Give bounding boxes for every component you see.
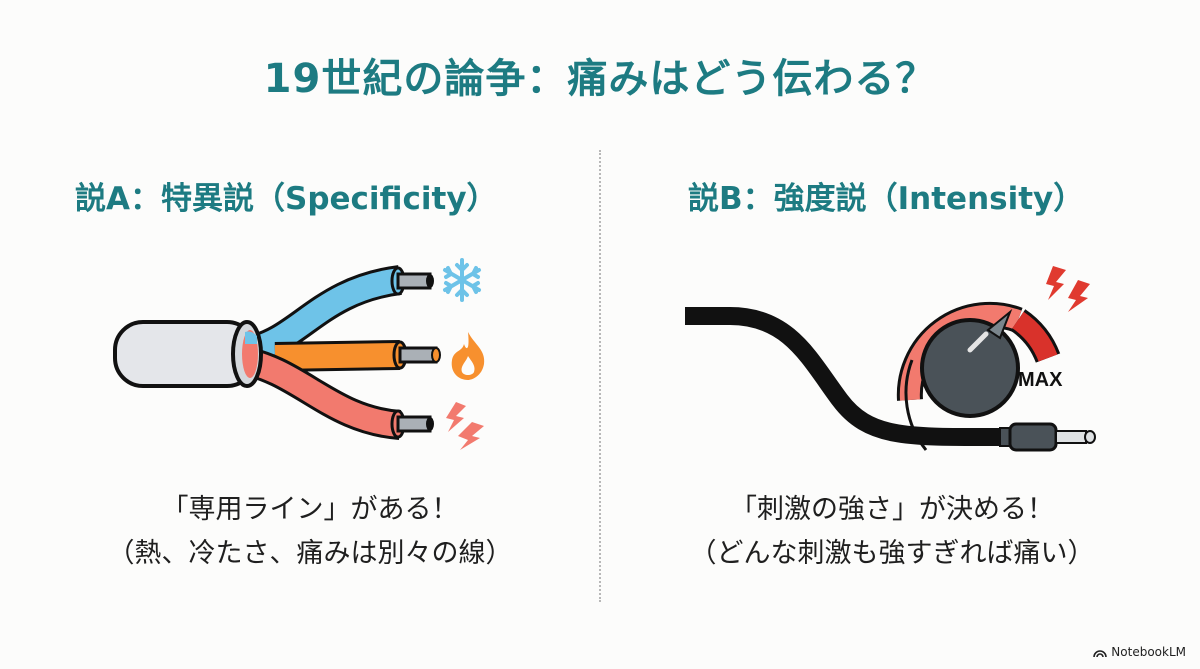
notebooklm-branding: NotebookLM (1093, 645, 1186, 659)
lightning-icon (446, 402, 484, 450)
snowflake-icon (443, 258, 481, 302)
cable-illustration (100, 250, 520, 460)
audio-cable (685, 307, 1011, 447)
theory-b-description: 「刺激の強さ」が決める！ （どんな刺激も強すぎれば痛い） (612, 488, 1172, 576)
lightning-icon (1046, 266, 1090, 312)
theory-b-heading: 説B：強度説（Intensity） (688, 181, 1085, 217)
dial-illustration: MAX (670, 250, 1120, 460)
theory-a-description: 「専用ライン」がある！ （熱、冷たさ、痛みは別々の線） (30, 488, 590, 576)
theory-a-line2: （熱、冷たさ、痛みは別々の線） (107, 538, 513, 569)
branding-label: NotebookLM (1111, 645, 1186, 659)
intensity-dial (920, 308, 1020, 418)
theory-b-line1: 「刺激の強さ」が決める！ (730, 494, 1054, 525)
jack-plug-icon (999, 422, 1096, 452)
wire-end-heat (392, 340, 441, 370)
center-divider (599, 150, 601, 602)
page-title: 19世紀の論争：痛みはどう伝わる？ (263, 56, 937, 102)
notebooklm-logo-icon (1093, 650, 1108, 658)
theory-b-line2: （どんな刺激も強すぎれば痛い） (689, 538, 1095, 569)
wire-end-cold (390, 266, 434, 296)
theory-a-heading: 説A：特異説（Specificity） (75, 181, 498, 217)
wire-end-pain (390, 409, 434, 439)
flame-icon (451, 332, 485, 380)
max-label: MAX (1018, 369, 1063, 391)
theory-a-line1: 「専用ライン」がある！ (161, 494, 459, 525)
